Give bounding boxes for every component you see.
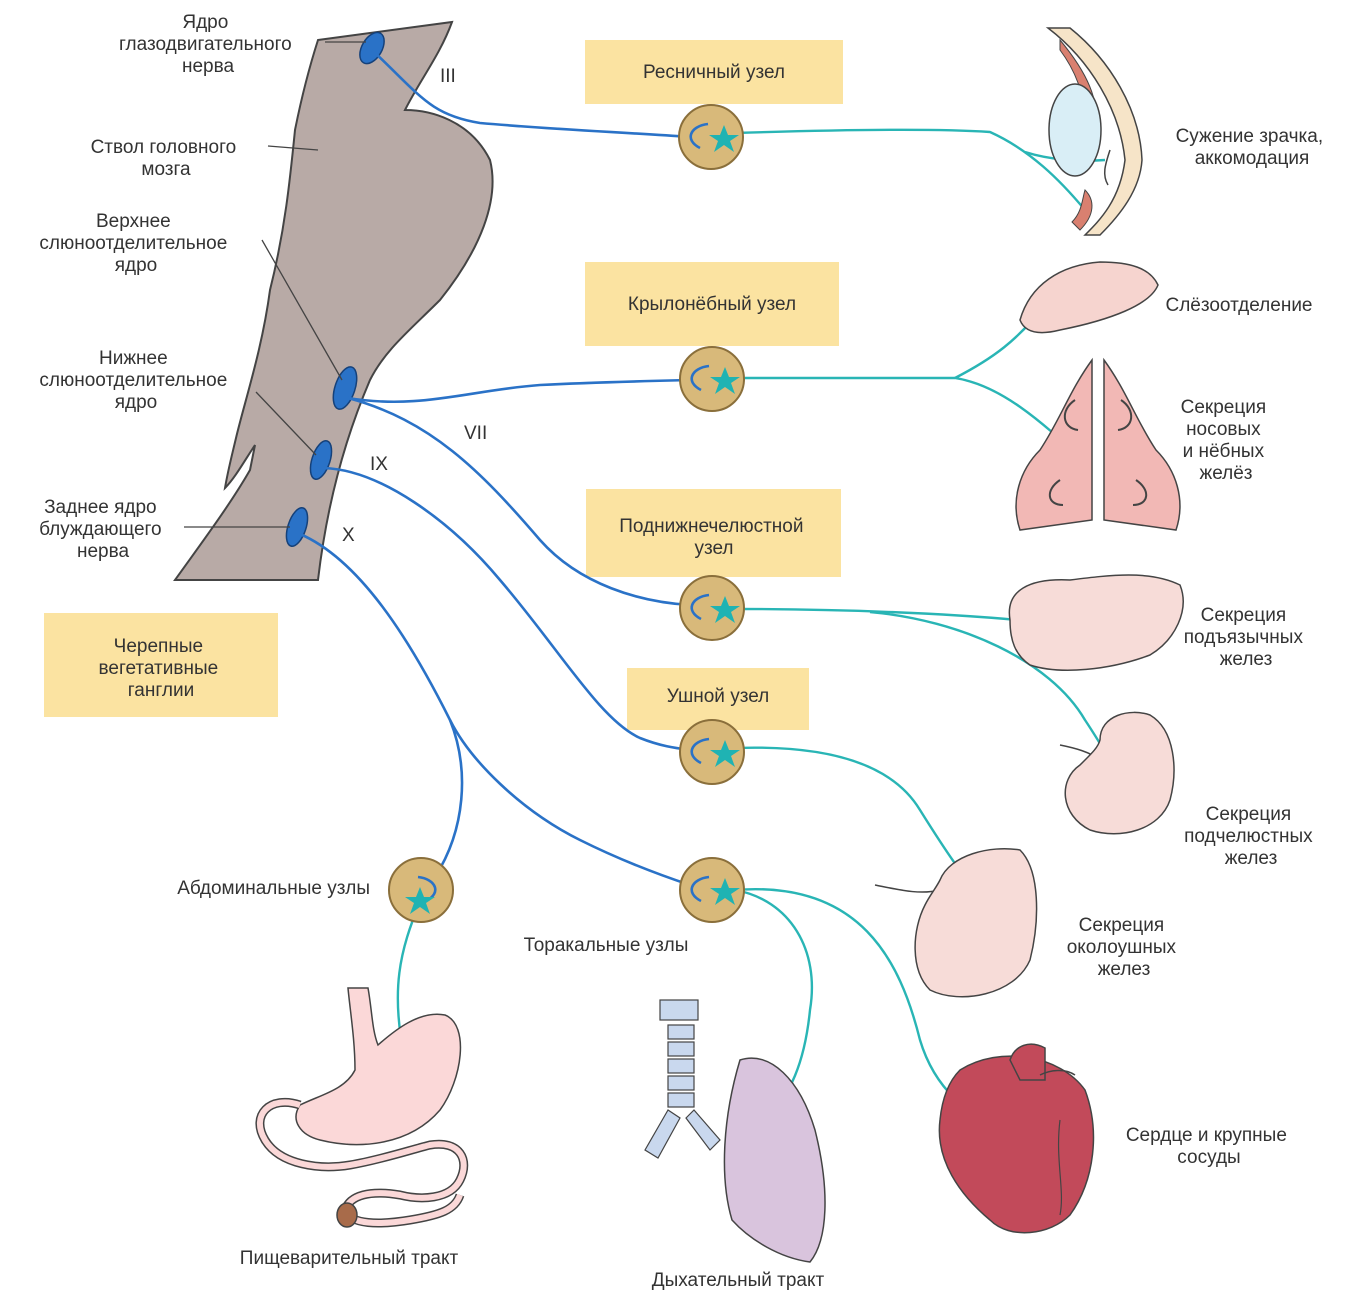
brainstem-label: Ствол головного мозга bbox=[91, 137, 242, 180]
thoracic-ganglion bbox=[680, 858, 744, 922]
submandibular-gland bbox=[1060, 712, 1174, 833]
eye-illustration bbox=[1048, 28, 1142, 235]
abdominal-ganglion bbox=[389, 858, 453, 922]
inf-salivatory-label: Нижнее слюноотделительное ядро bbox=[39, 348, 232, 413]
submandibular-ganglion bbox=[680, 576, 744, 640]
parotid-label: Секреция околоушных желез bbox=[1067, 915, 1182, 980]
parotid-gland bbox=[875, 849, 1037, 997]
heart-illustration bbox=[939, 1044, 1093, 1233]
nerve-ix-label: IX bbox=[370, 454, 388, 475]
pupil-label: Сужение зрачка, аккомодация bbox=[1176, 126, 1329, 169]
nerve-x-abdominal bbox=[435, 720, 462, 877]
respiratory-label: Дыхательный тракт bbox=[652, 1270, 825, 1291]
nerve-vii-ptery bbox=[348, 380, 690, 402]
lacrimal-gland bbox=[1020, 262, 1158, 333]
heart-label: Сердце и крупные сосуды bbox=[1126, 1125, 1292, 1168]
ciliary-label: Ресничный узел bbox=[643, 62, 785, 83]
sublingual-gland bbox=[1009, 575, 1183, 670]
thoracic-label: Торакальные узлы bbox=[524, 935, 689, 956]
pterygopalatine-ganglion bbox=[680, 347, 744, 411]
brainstem-shape bbox=[175, 22, 493, 580]
lacrimal-label: Слёзоотделение bbox=[1165, 295, 1312, 316]
sup-salivatory-label: Верхнее слюноотделительное ядро bbox=[39, 211, 232, 276]
otic-ganglion bbox=[680, 720, 744, 784]
vagus-label: Заднее ядро блуждающего нерва bbox=[39, 497, 167, 562]
otic-label: Ушной узел bbox=[667, 686, 769, 707]
sublingual-label: Секреция подъязычных желез bbox=[1184, 605, 1308, 670]
nerve-iii-label: III bbox=[440, 66, 456, 87]
oculomotor-label: Ядро глазодвигательного нерва bbox=[119, 12, 297, 77]
nerve-x-label: X bbox=[342, 525, 355, 546]
nasal-glands bbox=[1016, 360, 1180, 530]
digestive-tract-illustration bbox=[260, 988, 464, 1227]
nerve-vii-label: VII bbox=[464, 423, 487, 444]
respiratory-tract-illustration bbox=[645, 1000, 825, 1262]
ciliary-ganglion bbox=[679, 105, 743, 169]
digestive-label: Пищеварительный тракт bbox=[240, 1248, 459, 1269]
nasal-label: Секреция носовых и нёбных желёз bbox=[1181, 397, 1272, 484]
submandibular-label: Секреция подчелюстных желез bbox=[1184, 804, 1318, 869]
post-ciliary-main bbox=[735, 130, 1085, 210]
pterygopalatine-label: Крылонёбный узел bbox=[628, 294, 796, 315]
abdominal-label: Абдоминальные узлы bbox=[177, 878, 370, 899]
